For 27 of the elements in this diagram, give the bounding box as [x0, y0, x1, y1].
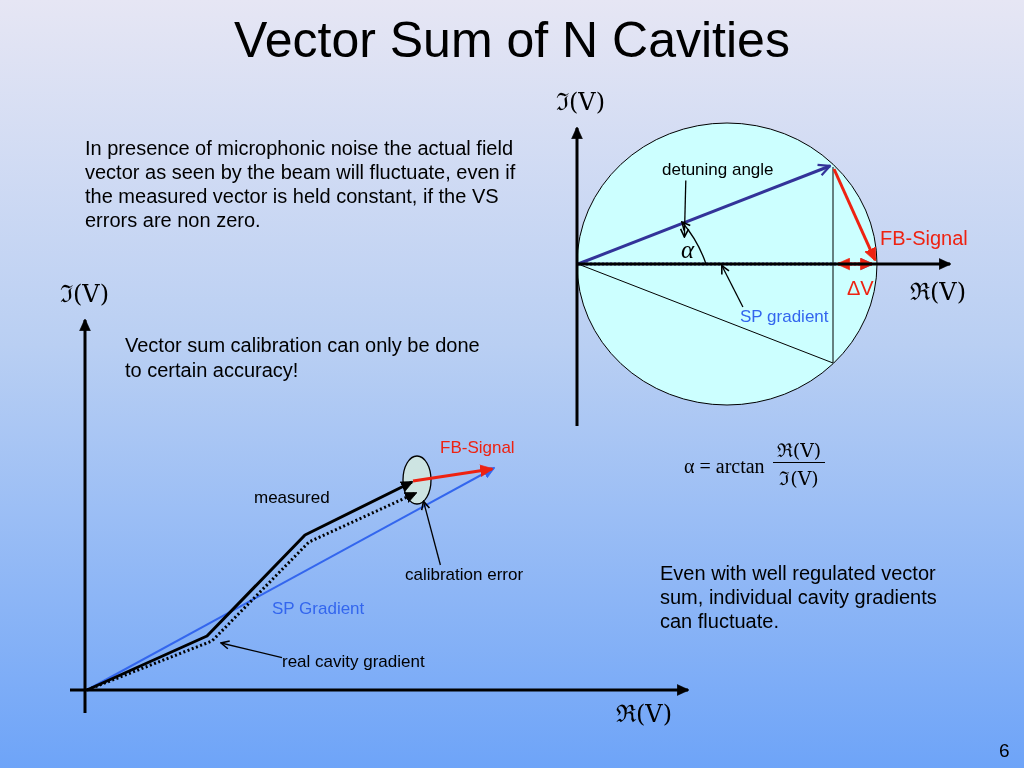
annotation-text: SP gradient [740, 307, 829, 328]
leader-line [679, 179, 690, 238]
leader-line [220, 640, 283, 659]
annotation-text: real cavity gradient [282, 652, 425, 673]
annotation-text: detuning angle [662, 160, 774, 181]
formula-text: α = arctan [684, 454, 765, 478]
page-number: 6 [999, 740, 1010, 763]
leader-line [721, 264, 744, 308]
formula-denominator: ℑ(V) [778, 467, 820, 490]
axis-label: ℜ(V) [616, 700, 673, 729]
delta-label: ΔV [847, 276, 874, 300]
signal-label: FB-Signal [440, 438, 515, 459]
angle-symbol: α [681, 237, 695, 262]
curve-label: measured [254, 488, 330, 509]
slide-title: Vector Sum of N Cavities [234, 11, 790, 70]
note-text: Vector sum calibration can only be done to certain accuracy! [125, 333, 481, 383]
axis-label: ℑ(V) [60, 280, 110, 309]
note-text: Even with well regulated vector sum, individual cavity gradients can fluctuate. [660, 561, 938, 633]
axis-label: ℜ(V) [910, 278, 967, 307]
formula-numerator: ℜ(V) [773, 439, 825, 463]
curve-label: SP Gradient [272, 599, 365, 620]
error-ellipse [402, 455, 432, 505]
signal-label: FB-Signal [880, 226, 968, 250]
description-text: In presence of microphonic noise the actual field vector as seen by the beam will fluctuate, even if the measured vector is held constant, if the VS errors are non zero. [85, 136, 517, 232]
leader-line [420, 500, 442, 566]
axis-label: ℑ(V) [556, 88, 606, 117]
annotation-text: calibration error [405, 565, 524, 586]
